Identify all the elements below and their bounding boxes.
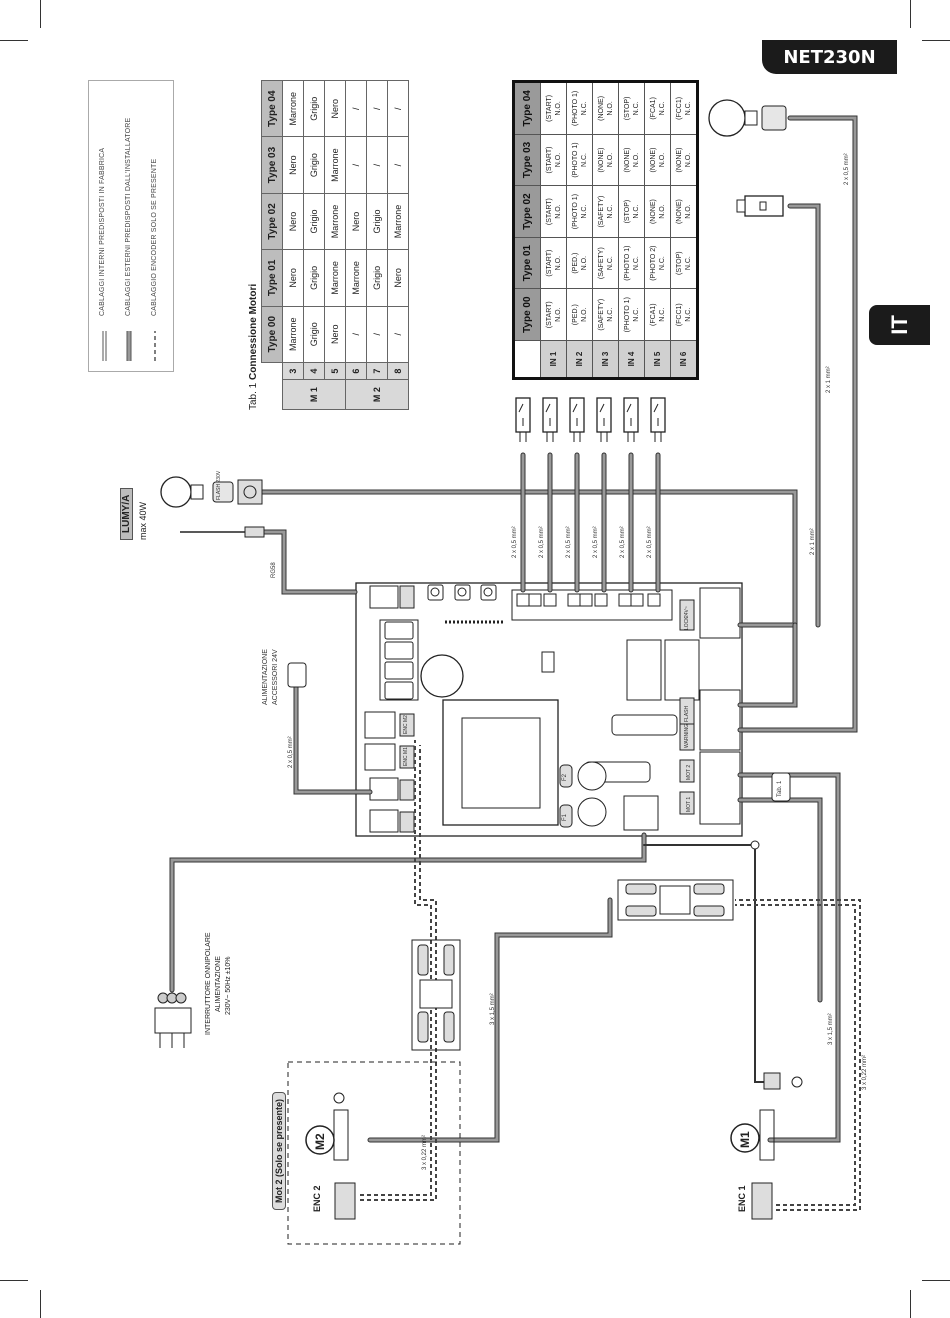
f2-label: F2 — [562, 773, 568, 781]
tab1-callout — [771, 772, 791, 802]
motor-m1 — [730, 1109, 775, 1161]
mains-switch — [154, 992, 192, 1048]
display — [379, 619, 419, 701]
wire-spec: 2 x 0,5 mm² — [288, 736, 294, 768]
f1-label: F1 — [562, 813, 568, 821]
capacitor — [420, 654, 464, 698]
antenna-cable — [261, 529, 358, 595]
interruttore-label: INTERRUTTORE ONNIPOLARE — [205, 932, 212, 1035]
model-title: NET230N — [762, 40, 897, 74]
encoder2-cable — [360, 745, 437, 1201]
accessori-label: ALIMENTAZIONE — [262, 649, 269, 705]
mot2-label: Mot 2 (Solo se presente) — [272, 1091, 286, 1210]
crop-mark — [910, 1290, 911, 1318]
legend-lines — [102, 331, 156, 361]
wire-spec: 3 x 0,22 mm² — [862, 1054, 868, 1090]
lumya-lamp — [160, 476, 263, 508]
encoder-1 — [751, 1182, 773, 1220]
m2-label: M2 — [313, 1133, 327, 1150]
interruttore-label-2: ALIMENTAZIONE — [215, 956, 222, 1012]
wire-spec: 2 x 0,5 mm² — [647, 526, 653, 558]
wire-spec: 2 x 0,5 mm² — [512, 526, 518, 558]
fuse-f1 — [559, 804, 573, 828]
mot1-label: MOT 1 — [686, 796, 692, 812]
junction-box-m1 — [617, 879, 734, 921]
antenna — [180, 526, 265, 538]
wire-spec: 2 x 1 mm² — [810, 528, 816, 555]
wire-spec: 2 x 0,5 mm² — [539, 526, 545, 558]
flash-board-label: FLASH — [684, 705, 690, 722]
wire-spec: 3 x 1,5 mm² — [828, 1013, 834, 1045]
relay — [626, 639, 662, 701]
enc2-label: ENC 2 — [312, 1185, 322, 1212]
wire-spec: 2 x 0,5 mm² — [566, 526, 572, 558]
accessori-label-2: ACCESSORI 24V — [272, 649, 279, 705]
electric-lock — [736, 195, 784, 217]
language-tab: IT — [869, 305, 930, 345]
tab1-label: Tab. 1 — [777, 780, 783, 797]
enc-m1-label: ENC M1 — [403, 747, 409, 766]
board-button — [480, 584, 497, 601]
input-terminals — [511, 589, 673, 621]
crop-mark — [0, 1280, 28, 1281]
m1-label: M1 — [738, 1131, 752, 1148]
wire-spec: 3 x 1,5 mm² — [490, 993, 496, 1025]
accessory-plug — [287, 662, 307, 688]
mot2-board-label: MOT 2 — [686, 764, 692, 780]
crop-mark — [910, 0, 911, 28]
crop-mark — [40, 0, 41, 28]
crop-mark — [922, 1280, 950, 1281]
crop-mark — [922, 40, 950, 41]
transformer — [442, 699, 559, 826]
encoder-2 — [334, 1182, 356, 1220]
mot2-area — [287, 1061, 461, 1245]
board-button — [427, 584, 444, 601]
warning-label: WARNING — [684, 724, 690, 748]
lock-label: LOCK — [684, 616, 690, 630]
wire-spec: 2 x 0,5 mm² — [593, 526, 599, 558]
wire-spec: 2 x 0,5 mm² — [620, 526, 626, 558]
crop-mark — [40, 1290, 41, 1318]
legend-box: CABLAGGI INTERNI PREDISPOSTI IN FABBRICA… — [88, 80, 174, 372]
crop-mark — [0, 40, 28, 41]
encoder1-cable — [735, 899, 861, 1211]
wire-spec: 2 x 0,5 mm² — [844, 153, 850, 185]
relay — [664, 639, 700, 701]
wire-spec: 3 x 0,22 mm² — [422, 1134, 428, 1170]
lumya-label: LUMY/A max 40W — [118, 472, 156, 542]
motor-m2 — [305, 1109, 349, 1161]
fuse-f2 — [559, 764, 573, 788]
vac-label: 24V~ — [684, 606, 690, 618]
rg58-label: RG58 — [271, 562, 277, 578]
junction-box-m2 — [411, 939, 461, 1051]
enc1-label: ENC 1 — [737, 1185, 747, 1212]
wire-spec: 2 x 1 mm² — [826, 366, 832, 393]
warning-lamp — [708, 99, 787, 137]
board-button — [454, 584, 471, 601]
flash-label: FLASH 230V — [216, 470, 222, 500]
mains-cable — [169, 832, 647, 993]
enc-m2-label: ENC M2 — [403, 715, 409, 734]
interruttore-label-3: 230V~ 50Hz ±10% — [225, 956, 232, 1015]
